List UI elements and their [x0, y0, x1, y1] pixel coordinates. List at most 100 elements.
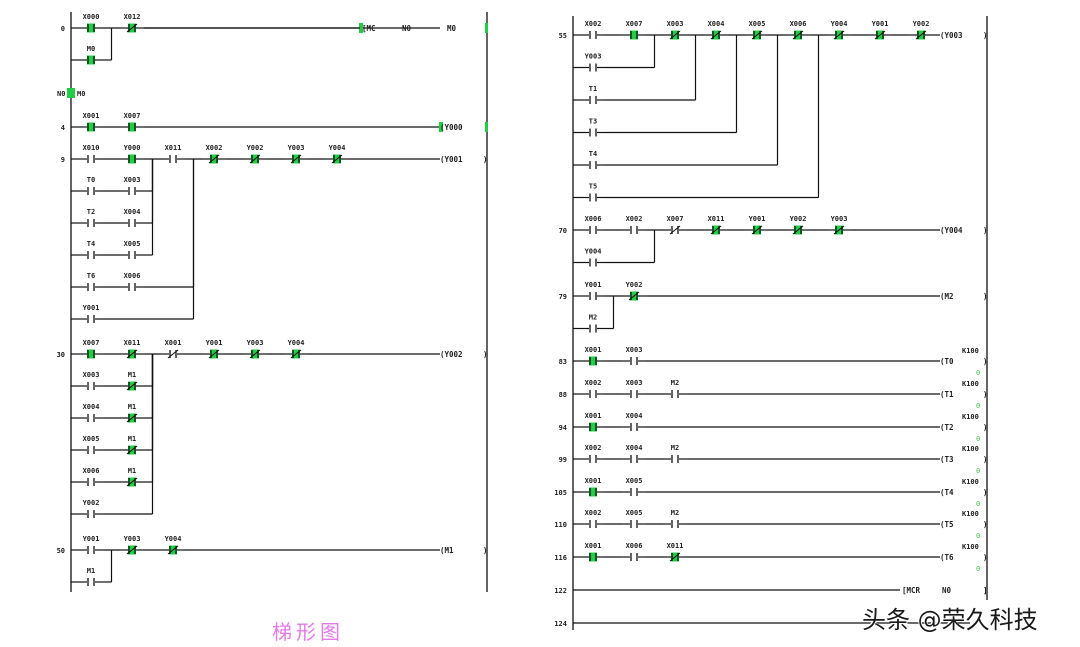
- active-highlight: [589, 552, 597, 562]
- contact-label: X002: [206, 144, 223, 152]
- coil-close: ): [983, 31, 988, 40]
- coil-y001: (Y001): [440, 155, 488, 164]
- contact-x011: X011: [704, 215, 728, 235]
- step-number: 99: [559, 456, 567, 464]
- contact-y004: Y004: [827, 20, 851, 40]
- contact-y003: Y003: [243, 339, 267, 359]
- contact-label: M1: [128, 371, 136, 379]
- coil-label: (M1: [440, 546, 454, 555]
- step-number: 124: [554, 620, 567, 628]
- contact-label: Y002: [913, 20, 930, 28]
- contact-label: Y003: [288, 144, 305, 152]
- contact-x002: X002: [581, 509, 605, 528]
- step-number: 55: [559, 32, 567, 40]
- step-number: 116: [554, 554, 567, 562]
- timer-current-value: 0: [976, 500, 980, 508]
- nc-slash: [874, 30, 886, 40]
- contact-label: X007: [83, 339, 100, 347]
- coil-m1: (M1): [440, 546, 488, 555]
- contact-label: X004: [124, 208, 141, 216]
- contact-label: Y001: [749, 215, 766, 223]
- contact-x003: X003: [120, 176, 144, 195]
- contact-x006: X006: [622, 542, 646, 561]
- contact-label: Y002: [83, 499, 100, 507]
- contact-x003: X003: [622, 379, 646, 398]
- contact-x002: X002: [202, 144, 226, 164]
- coil-close: ): [983, 553, 988, 562]
- timer-current-value: 0: [976, 532, 980, 540]
- contact-label: T5: [589, 183, 597, 191]
- coil-close: ): [983, 488, 988, 497]
- contact-x001: X001: [581, 412, 605, 432]
- timer-current-value: 0: [976, 435, 980, 443]
- coil-label: (Y001: [440, 155, 463, 164]
- contact-x001: X001: [161, 339, 185, 359]
- nc-slash: [126, 445, 138, 455]
- contact-label: T1: [589, 85, 597, 93]
- contact-y002: Y002: [622, 281, 646, 301]
- active-highlight: [87, 55, 95, 65]
- contact-x002: X002: [581, 379, 605, 398]
- nc-slash: [669, 552, 681, 562]
- contact-y004: Y004: [581, 248, 605, 267]
- contact-label: X004: [83, 403, 100, 411]
- contact-y002: Y002: [243, 144, 267, 164]
- contact-y001: Y001: [868, 20, 892, 40]
- contact-m2: M2: [663, 509, 687, 528]
- contact-label: X001: [165, 339, 182, 347]
- nc-slash: [126, 477, 138, 487]
- contact-y004: Y004: [325, 144, 349, 164]
- coil-close: ): [483, 350, 488, 359]
- contact-y001: Y001: [202, 339, 226, 359]
- contact-x012: X012: [120, 13, 144, 33]
- contact-label: X005: [749, 20, 766, 28]
- contact-m1: M1: [79, 567, 103, 586]
- contact-label: X001: [83, 112, 100, 120]
- nc-slash: [751, 225, 763, 235]
- contact-t4: T4: [581, 150, 605, 169]
- contact-label: X002: [585, 379, 602, 387]
- mc-device-label: M0: [77, 90, 85, 98]
- contact-label: Y002: [790, 215, 807, 223]
- contact-x004: X004: [622, 444, 646, 463]
- contact-label: X003: [83, 371, 100, 379]
- instruction-name: [MCR: [902, 586, 921, 595]
- nc-slash: [126, 381, 138, 391]
- nc-slash: [710, 30, 722, 40]
- contact-x011: X011: [663, 542, 687, 562]
- contact-x006: X006: [79, 467, 103, 486]
- timer-current-value: 0: [976, 369, 980, 377]
- contact-label: X007: [124, 112, 141, 120]
- contact-m1: M1: [120, 371, 144, 391]
- coil-label: (T3: [940, 455, 954, 464]
- contact-x004: X004: [704, 20, 728, 40]
- contact-x003: X003: [79, 371, 103, 390]
- coil-active-marker: [485, 122, 488, 132]
- contact-m2: M2: [581, 314, 605, 333]
- contact-x005: X005: [622, 509, 646, 528]
- nc-slash: [208, 154, 220, 164]
- contact-label: M1: [128, 403, 136, 411]
- contact-label: M1: [128, 467, 136, 475]
- contact-label: X004: [626, 444, 643, 452]
- contact-y002: Y002: [786, 215, 810, 235]
- nc-slash: [710, 225, 722, 235]
- timer-setpoint: K100: [962, 380, 979, 388]
- contact-x003: X003: [622, 346, 646, 365]
- contact-label: Y003: [585, 53, 602, 61]
- contact-x005: X005: [120, 240, 144, 259]
- contact-label: T0: [87, 176, 95, 184]
- active-highlight: [128, 122, 136, 132]
- nc-slash: [249, 349, 261, 359]
